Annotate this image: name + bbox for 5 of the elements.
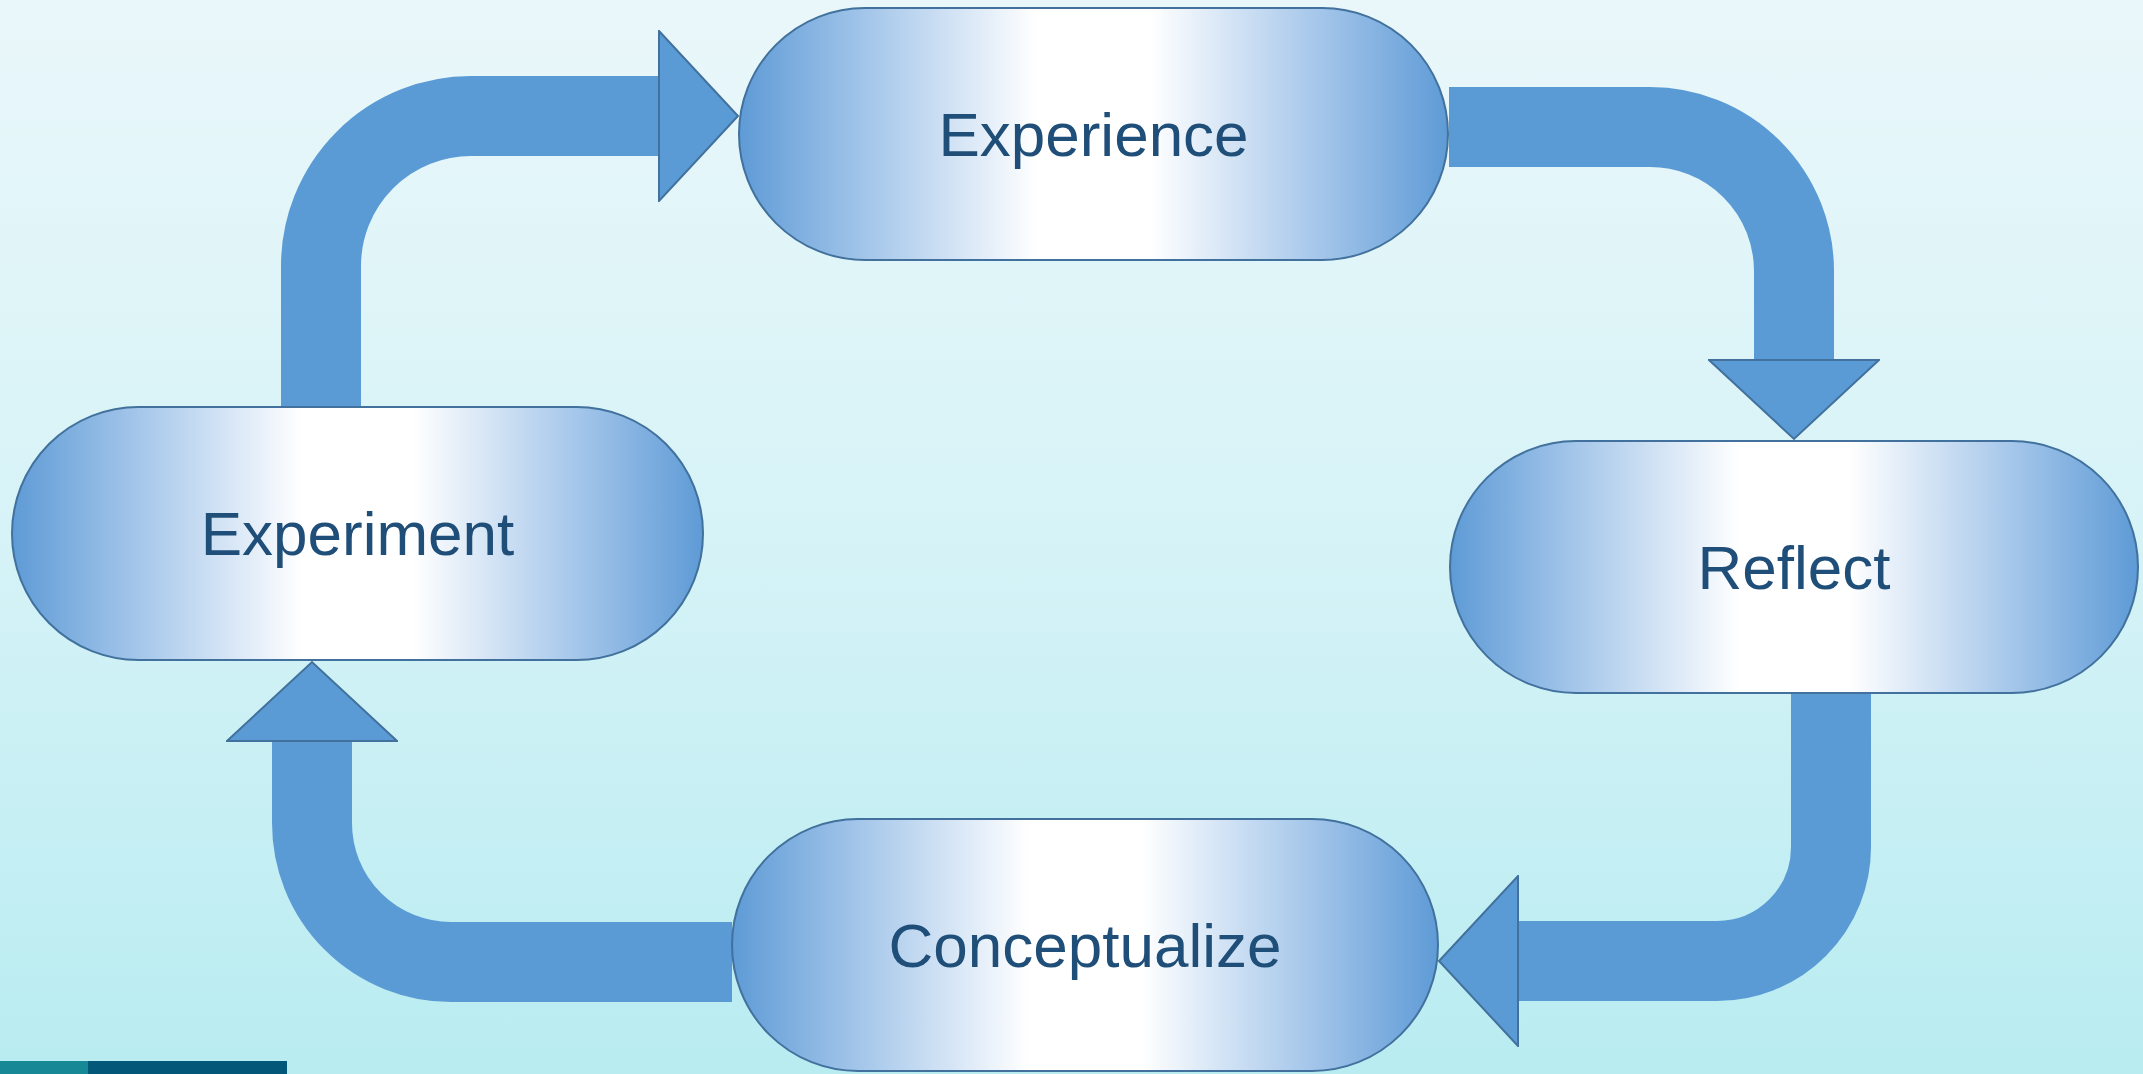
node-label: Reflect [1697, 531, 1891, 603]
node-label: Experience [938, 98, 1249, 170]
curved-arrow [226, 661, 732, 1002]
node-label: Conceptualize [888, 909, 1282, 981]
node-label: Experiment [200, 498, 515, 569]
